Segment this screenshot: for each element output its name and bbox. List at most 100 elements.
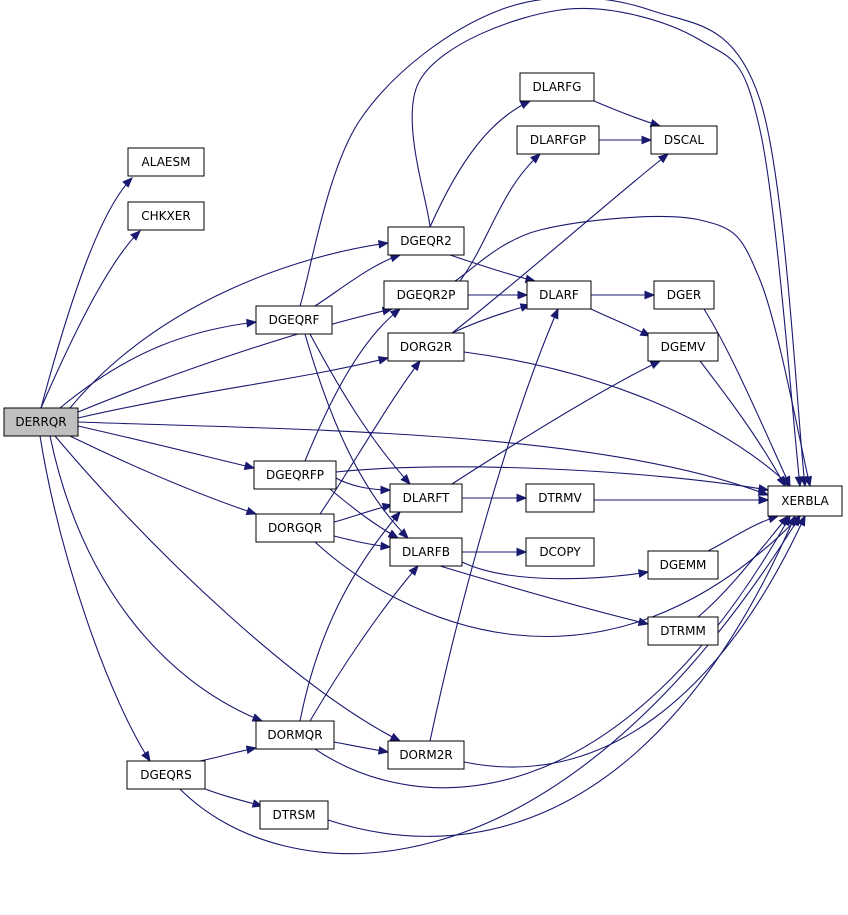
node-dtrmm[interactable]: DTRMM: [647, 616, 719, 646]
edge-dlarf-to-dgemv: [590, 308, 652, 337]
edge-dorgqr-to-dlarft: [333, 502, 394, 523]
node-box[interactable]: [647, 550, 719, 580]
edge-dormqr-to-dlarfb: [309, 564, 419, 722]
node-dgeqrs[interactable]: DGEQRS: [126, 760, 206, 790]
node-dgeqrfp[interactable]: DGEQRFP: [253, 460, 337, 490]
edge-layer: [39, 0, 812, 855]
node-dtrsm[interactable]: DTRSM: [259, 800, 329, 830]
arrowhead-icon: [637, 617, 650, 626]
node-label: DORMQR: [267, 728, 322, 742]
arrowhead-icon: [782, 475, 791, 488]
node-dcopy[interactable]: DCOPY: [525, 537, 595, 567]
node-dlarfgp[interactable]: DLARFGP: [516, 125, 600, 155]
node-box[interactable]: [255, 720, 335, 750]
arrowhead-icon: [389, 308, 402, 319]
node-dorg2r[interactable]: DORG2R: [387, 332, 465, 362]
node-box[interactable]: [767, 485, 843, 517]
edge-dlarfb-to-dgemm: [461, 561, 650, 580]
arrowhead-icon: [130, 230, 141, 241]
edge-dgeqrfp-to-dlarfb: [329, 488, 400, 539]
node-label: DGEQRFP: [266, 468, 324, 482]
arrowhead-icon: [410, 359, 421, 372]
edge-dorg2r-to-dscal: [451, 153, 670, 334]
arrowhead-icon: [637, 569, 650, 578]
edge-derrqr-to-dgeqrfp: [77, 425, 256, 470]
arrowhead-icon: [246, 318, 258, 328]
edge-dgeqrfp-to-xerbla: [335, 466, 770, 493]
edge-dlarfb-to-dtrmm: [439, 565, 650, 626]
arrowhead-icon: [758, 495, 770, 505]
node-dger[interactable]: DGER: [653, 280, 715, 310]
node-box[interactable]: [653, 280, 715, 310]
node-dlarfg[interactable]: DLARFG: [519, 72, 595, 102]
edge-derrqr-to-dormqr: [49, 435, 264, 722]
node-dlarfb[interactable]: DLARFB: [389, 537, 463, 567]
edge-dorgqr-to-xerbla: [314, 515, 801, 638]
edge-dgeqr2-to-dlarf: [449, 254, 537, 284]
node-box[interactable]: [525, 483, 595, 513]
node-box[interactable]: [259, 800, 329, 830]
node-dlarf[interactable]: DLARF: [526, 280, 592, 310]
edge-dlarfg-to-dscal: [593, 100, 662, 128]
node-box[interactable]: [253, 460, 337, 490]
node-derrqr[interactable]: DERRQR: [3, 407, 79, 437]
node-dgeqrf[interactable]: DGEQRF: [255, 305, 333, 335]
node-box[interactable]: [525, 537, 595, 567]
edge-derrqr-to-dgeqr2: [69, 239, 390, 409]
node-dgeqr2[interactable]: DGEQR2: [387, 226, 465, 256]
node-xerbla[interactable]: XERBLA: [767, 485, 843, 517]
edge-dlarfb-to-dcopy: [462, 547, 528, 557]
node-label: DLARF: [539, 288, 579, 302]
node-dlarft[interactable]: DLARFT: [389, 483, 463, 513]
node-chkxer[interactable]: CHKXER: [127, 201, 205, 231]
node-box[interactable]: [126, 760, 206, 790]
node-box[interactable]: [519, 72, 595, 102]
node-box[interactable]: [255, 513, 335, 543]
node-box[interactable]: [650, 125, 718, 155]
node-dgemv[interactable]: DGEMV: [647, 332, 719, 362]
node-dtrmv[interactable]: DTRMV: [525, 483, 595, 513]
arrowhead-icon: [644, 290, 656, 300]
node-box[interactable]: [389, 537, 463, 567]
edge-derrqr-to-dorg2r: [77, 356, 390, 419]
node-box[interactable]: [383, 280, 469, 310]
edge-dtrmv-to-xerbla: [593, 495, 770, 505]
node-label: DCOPY: [539, 545, 581, 559]
edge-dgeqr2-to-dlarfg: [429, 100, 532, 228]
edge-dgeqrfp-to-dlarft: [335, 477, 392, 495]
node-box[interactable]: [647, 616, 719, 646]
node-dgemm[interactable]: DGEMM: [647, 550, 719, 580]
arrowhead-icon: [657, 153, 670, 164]
node-box[interactable]: [3, 407, 79, 437]
arrowhead-icon: [243, 461, 256, 470]
node-dormqr[interactable]: DORMQR: [255, 720, 335, 750]
node-box[interactable]: [255, 305, 333, 335]
edge-dtrsm-to-xerbla: [327, 514, 796, 837]
node-alaesm[interactable]: ALAESM: [127, 147, 205, 177]
node-box[interactable]: [127, 147, 205, 177]
edge-dgeqr2p-to-dlarf: [468, 290, 529, 300]
node-box[interactable]: [387, 226, 465, 256]
node-dorgqr[interactable]: DORGQR: [255, 513, 335, 543]
node-label: DGEQRS: [140, 768, 192, 782]
node-box[interactable]: [526, 280, 592, 310]
edge-dormqr-to-dorm2r: [333, 741, 390, 755]
arrowhead-icon: [803, 475, 812, 488]
node-label: DLARFT: [403, 491, 450, 505]
node-box[interactable]: [516, 125, 600, 155]
node-dorm2r[interactable]: DORM2R: [387, 740, 465, 770]
node-box[interactable]: [387, 332, 465, 362]
node-dscal[interactable]: DSCAL: [650, 125, 718, 155]
node-box[interactable]: [127, 201, 205, 231]
node-box[interactable]: [387, 740, 465, 770]
node-box[interactable]: [389, 483, 463, 513]
edge-dorgqr-to-dorg2r: [319, 359, 421, 515]
node-label: XERBLA: [781, 494, 829, 508]
arrowhead-icon: [757, 484, 770, 493]
edge-dormqr-to-dlarft: [299, 510, 401, 722]
node-label: DGEQR2: [400, 234, 452, 248]
node-dgeqr2p[interactable]: DGEQR2P: [383, 280, 469, 310]
arrowhead-icon: [122, 177, 133, 188]
node-box[interactable]: [647, 332, 719, 362]
